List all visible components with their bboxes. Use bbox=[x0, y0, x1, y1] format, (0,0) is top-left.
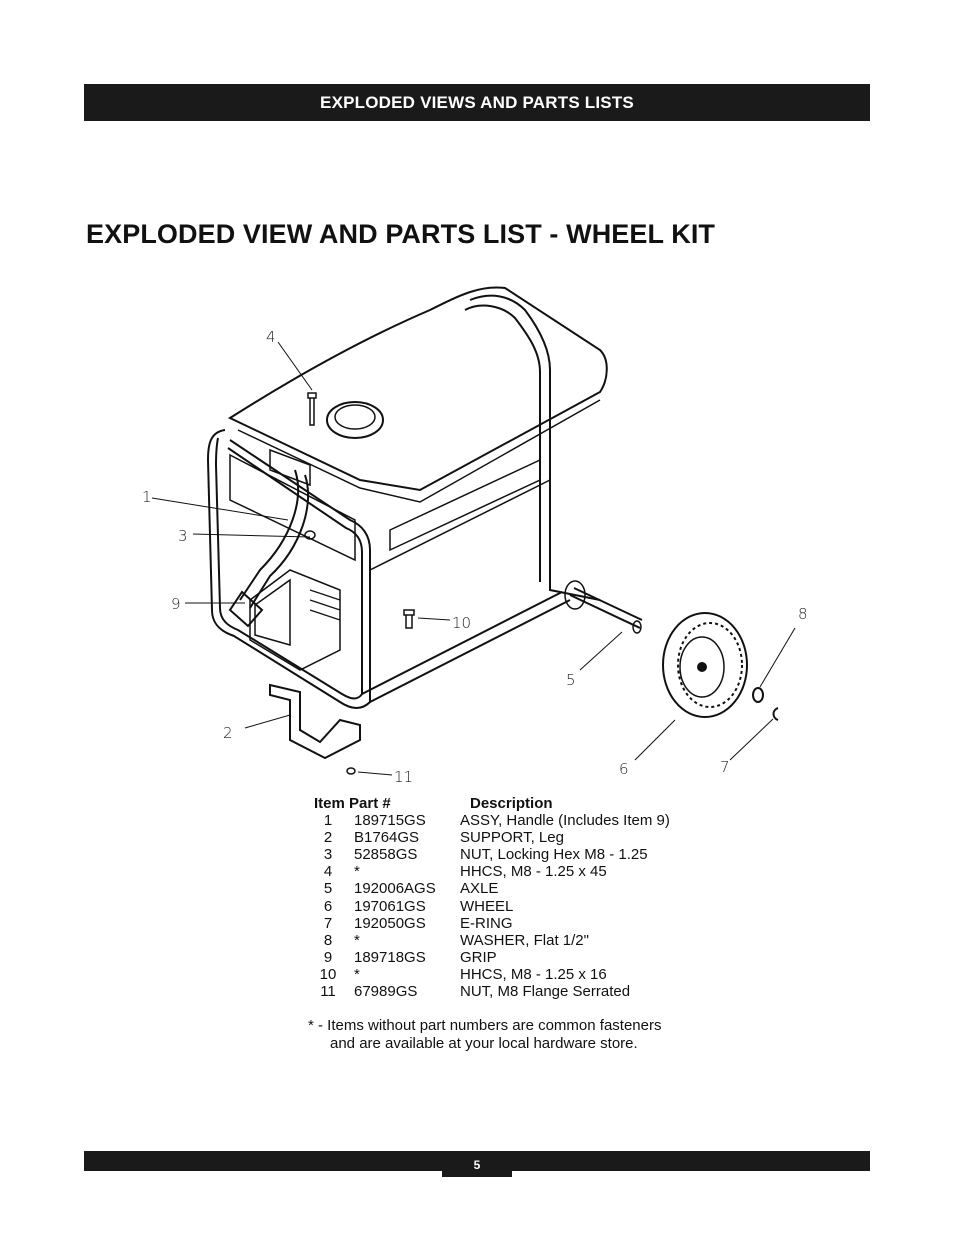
parts-list-row: 10 * HHCS, M8 - 1.25 x 16 bbox=[308, 966, 670, 983]
item-number: 1 bbox=[323, 812, 333, 830]
parts-list-row: 5 192006AGS AXLE bbox=[308, 880, 670, 897]
callout-5: 5 bbox=[566, 671, 576, 689]
callout-6: 6 bbox=[619, 760, 629, 778]
parts-list-row: 7 192050GS E-RING bbox=[308, 915, 670, 932]
grip bbox=[228, 590, 264, 628]
callout-labels: 4 1 3 9 10 2 11 5 6 7 8 bbox=[142, 328, 808, 786]
part-description: E-RING bbox=[460, 914, 513, 932]
part-number: * bbox=[354, 965, 360, 983]
part-number: * bbox=[354, 863, 360, 881]
parts-list-header: Item Part # Description bbox=[308, 795, 670, 812]
callout-7: 7 bbox=[720, 758, 730, 776]
washer-and-ering bbox=[752, 687, 779, 721]
item-number: 8 bbox=[323, 931, 333, 949]
callout-2: 2 bbox=[223, 724, 233, 742]
callout-1: 1 bbox=[142, 488, 152, 506]
page-number-tab: 5 bbox=[442, 1151, 512, 1177]
item-number: 7 bbox=[323, 914, 333, 932]
callout-9: 9 bbox=[171, 595, 181, 613]
footnote-line-2: and are available at your local hardware… bbox=[330, 1035, 638, 1052]
parts-list-row: 1 189715GS ASSY, Handle (Includes Item 9) bbox=[308, 812, 670, 829]
item-number: 9 bbox=[323, 948, 333, 966]
item-number: 3 bbox=[323, 846, 333, 864]
footnote: * - Items without part numbers are commo… bbox=[308, 1017, 661, 1053]
part-description: NUT, Locking Hex M8 - 1.25 bbox=[460, 846, 648, 864]
wheel bbox=[662, 612, 748, 718]
parts-list-row: 8 * WASHER, Flat 1/2" bbox=[308, 932, 670, 949]
item-number: 11 bbox=[320, 983, 336, 1001]
handle-assembly bbox=[228, 469, 310, 628]
callout-11: 11 bbox=[394, 768, 413, 786]
part-description: NUT, M8 Flange Serrated bbox=[460, 983, 631, 1001]
item-number: 4 bbox=[323, 863, 333, 881]
bolts-and-nuts bbox=[304, 392, 415, 775]
callout-8: 8 bbox=[798, 605, 808, 623]
part-description: GRIP bbox=[460, 948, 497, 966]
section-header-bar: EXPLODED VIEWS AND PARTS LISTS bbox=[84, 84, 870, 121]
parts-list: Item Part # Description 1 189715GS ASSY, H… bbox=[308, 795, 670, 1000]
part-number: 189718GS bbox=[354, 948, 426, 966]
part-number: 192006AGS bbox=[354, 880, 436, 898]
axle bbox=[564, 580, 643, 634]
callout-4: 4 bbox=[266, 328, 276, 346]
part-number: 67989GS bbox=[354, 983, 418, 1001]
part-number: * bbox=[354, 931, 360, 949]
part-description: WASHER, Flat 1/2" bbox=[460, 931, 589, 949]
part-number: 192050GS bbox=[354, 914, 426, 932]
part-number: 197061GS bbox=[354, 897, 426, 915]
page-number: 5 bbox=[473, 1158, 481, 1172]
part-number: 189715GS bbox=[354, 812, 426, 830]
part-description: WHEEL bbox=[460, 897, 514, 915]
part-description: AXLE bbox=[460, 880, 499, 898]
part-number: B1764GS bbox=[354, 829, 420, 847]
callout-leaders bbox=[151, 341, 796, 776]
column-header-description: Description bbox=[470, 795, 553, 812]
parts-list-row: 4 * HHCS, M8 - 1.25 x 45 bbox=[308, 863, 670, 880]
footnote-line-1: * - Items without part numbers are commo… bbox=[308, 1017, 662, 1034]
exploded-view-diagram: 4 1 3 9 10 2 11 5 6 7 8 bbox=[142, 286, 808, 786]
parts-list-row: 9 189718GS GRIP bbox=[308, 949, 670, 966]
generator-frame bbox=[206, 286, 608, 709]
part-number: 52858GS bbox=[354, 846, 418, 864]
parts-list-row: 2 B1764GS SUPPORT, Leg bbox=[308, 829, 670, 846]
page-title: EXPLODED VIEW AND PARTS LIST - WHEEL KIT bbox=[86, 219, 716, 249]
item-number: 2 bbox=[323, 829, 333, 847]
callout-3: 3 bbox=[178, 527, 188, 545]
callout-10: 10 bbox=[452, 614, 471, 632]
item-number: 10 bbox=[319, 965, 337, 983]
part-description: HHCS, M8 - 1.25 x 45 bbox=[460, 863, 607, 881]
item-number: 5 bbox=[323, 880, 333, 898]
item-number: 6 bbox=[323, 897, 333, 915]
parts-list-row: 11 67989GS NUT, M8 Flange Serrated bbox=[308, 983, 670, 1000]
section-title: EXPLODED VIEWS AND PARTS LISTS bbox=[320, 92, 634, 112]
part-description: ASSY, Handle (Includes Item 9) bbox=[460, 812, 670, 830]
leg-support bbox=[269, 683, 361, 760]
parts-list-row: 3 52858GS NUT, Locking Hex M8 - 1.25 bbox=[308, 846, 670, 863]
part-description: HHCS, M8 - 1.25 x 16 bbox=[460, 965, 607, 983]
parts-list-row: 6 197061GS WHEEL bbox=[308, 898, 670, 915]
part-description: SUPPORT, Leg bbox=[460, 829, 564, 847]
column-header-item-part: Item Part # bbox=[314, 795, 391, 812]
